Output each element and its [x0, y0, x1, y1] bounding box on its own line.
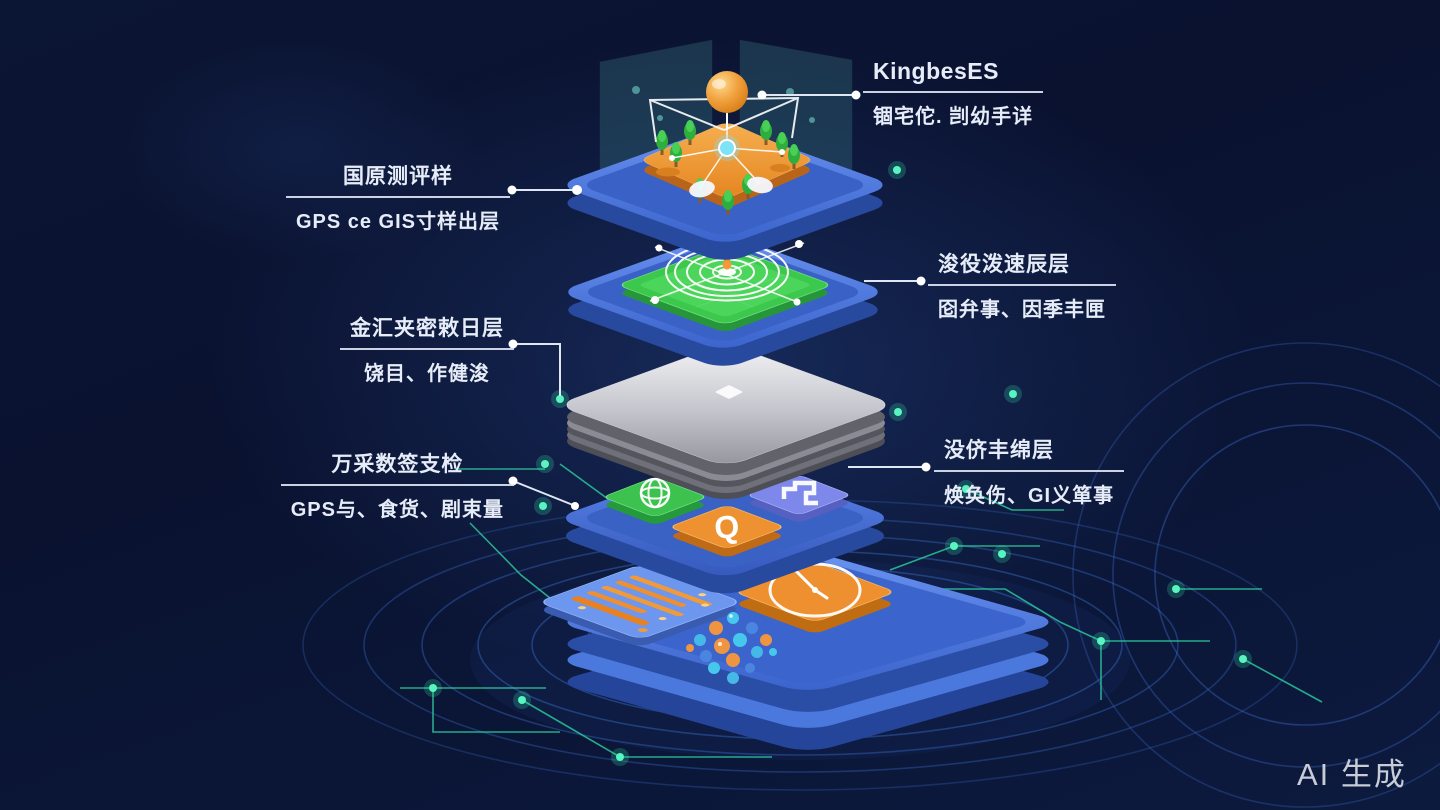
layer-components: Q — [566, 460, 884, 594]
label-service-layer-subtitle: 囵弁事、因季丰匣 — [938, 299, 1106, 321]
layer-map-service — [568, 236, 878, 366]
layer-application — [567, 39, 883, 260]
connector-dots — [507, 90, 931, 510]
terrain-trees-icon — [643, 113, 811, 215]
label-data-layer-subtitle: 饶目、作健浚 — [364, 363, 490, 385]
label-service-layer-title: 浚役泼速辰层 — [928, 248, 1116, 286]
label-gis-layer-subtitle: GPS ce GIS寸样出层 — [295, 211, 500, 233]
label-top-platform-subtitle: 锢宅佗. 剀幼手详 — [873, 106, 1034, 128]
svg-text:Q: Q — [713, 508, 740, 546]
label-gis-layer: 国原测评样 GPS ce GIS寸样出层 — [285, 160, 510, 234]
network-sphere-icon — [648, 71, 800, 143]
label-service-layer: 浚役泼速辰层 囵弁事、因季丰匣 — [928, 248, 1116, 322]
metal-chip-icon — [715, 385, 743, 399]
label-data-layer: 金汇夹密敕日层 饶目、作健浚 — [340, 312, 514, 386]
maze-tile-icon — [749, 476, 849, 522]
label-component-layer-title: 没侪丰绵层 — [934, 434, 1125, 472]
layer-base-platform — [543, 554, 1049, 750]
label-gis-layer-title: 国原测评样 — [285, 160, 510, 198]
label-collection-layer-title: 万采数签支检 — [280, 448, 514, 486]
radar-map-icon — [621, 240, 829, 331]
label-top-platform-title: KingbesES — [863, 58, 1044, 93]
label-top-platform: KingbesES 锢宅佗. 剀幼手详 — [863, 58, 1044, 129]
layer-middleware-gray — [566, 346, 886, 500]
q-letter-tile-icon: Q — [672, 506, 782, 557]
globe-tile-icon — [605, 477, 705, 524]
label-data-layer-title: 金汇夹密敕日层 — [340, 312, 514, 350]
label-collection-layer: 万采数签支检 GPS与、食货、剧束量 — [280, 448, 514, 522]
circuit-board-tile-icon — [543, 566, 737, 646]
ai-generated-watermark: AI 生成 — [1297, 757, 1407, 792]
label-collection-layer-subtitle: GPS与、食货、剧束量 — [290, 499, 504, 521]
connector-lines — [512, 94, 926, 506]
molecule-cluster-icon — [686, 612, 777, 684]
label-component-layer-subtitle: 焕奂伤、GI义箪事 — [944, 485, 1115, 507]
label-component-layer: 没侪丰绵层 焕奂伤、GI义箪事 — [934, 434, 1125, 508]
